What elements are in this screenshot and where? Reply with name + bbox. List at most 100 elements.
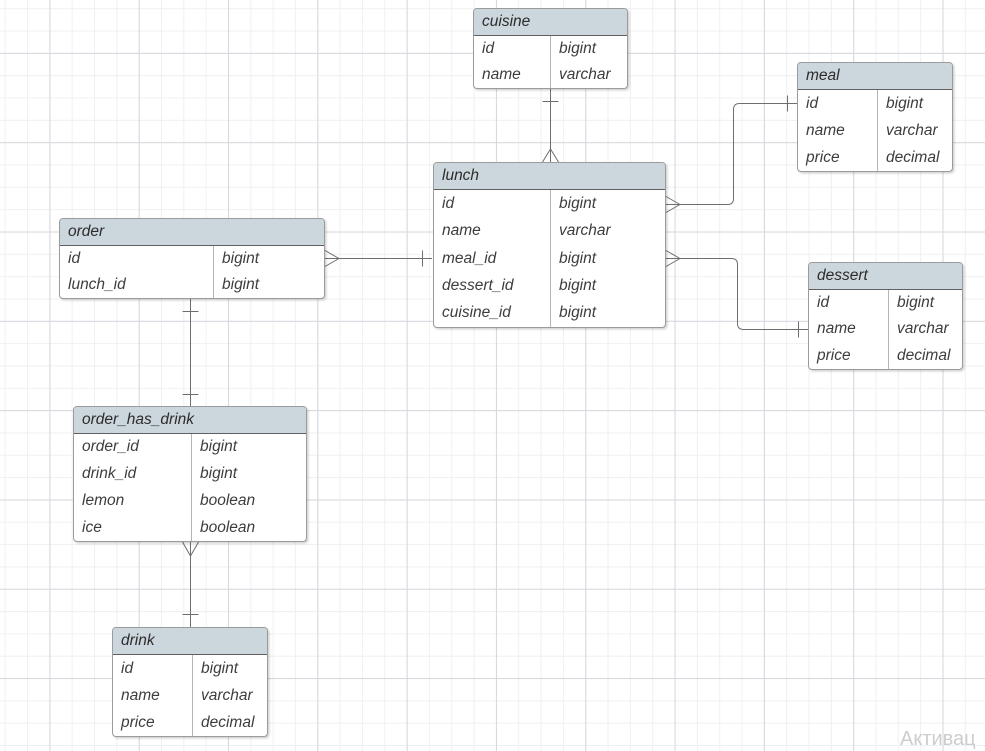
table-row[interactable]: dessert_id bigint xyxy=(434,272,665,300)
column-type: bigint xyxy=(550,244,665,273)
connector-order-lunch[interactable] xyxy=(324,250,432,267)
edge-line xyxy=(666,103,797,205)
table-row[interactable]: lemon boolean xyxy=(74,487,306,515)
table-row[interactable]: name varchar xyxy=(434,217,665,245)
column-type: bigint xyxy=(550,299,665,328)
column-field: price xyxy=(121,713,155,731)
connector-cuisine-lunch[interactable] xyxy=(542,89,559,163)
column-field: id xyxy=(806,94,819,112)
table-row[interactable]: price decimal xyxy=(113,709,267,736)
table-header[interactable]: meal xyxy=(798,63,952,90)
table-title: cuisine xyxy=(482,13,531,30)
table-header[interactable]: cuisine xyxy=(474,9,627,36)
table-header[interactable]: lunch xyxy=(434,163,665,190)
column-type: bigint xyxy=(550,36,627,62)
activation-watermark: Активац xyxy=(900,728,976,750)
table-header[interactable]: drink xyxy=(113,628,267,655)
column-field: dessert_id xyxy=(442,276,514,294)
table-title: meal xyxy=(806,67,840,84)
column-type: decimal xyxy=(877,144,952,171)
column-type: varchar xyxy=(888,316,962,343)
crows-foot-marker xyxy=(665,196,681,213)
edge-line xyxy=(666,258,808,330)
column-type: boolean xyxy=(191,514,306,541)
table-row[interactable]: price decimal xyxy=(809,342,962,369)
connector-lunch-dessert[interactable] xyxy=(665,250,808,338)
table-title: dessert xyxy=(817,267,868,284)
column-type: bigint xyxy=(191,434,306,461)
table-title: order_has_drink xyxy=(82,411,195,428)
column-field: ice xyxy=(82,518,102,536)
column-type: varchar xyxy=(192,682,267,709)
column-field: meal_id xyxy=(442,249,497,267)
table-title: order xyxy=(68,223,105,240)
column-field: order_id xyxy=(82,438,139,456)
table-header[interactable]: order_has_drink xyxy=(74,407,306,434)
column-field: name xyxy=(482,66,521,83)
column-type: bigint xyxy=(550,272,665,300)
column-type: bigint xyxy=(213,246,324,272)
table-row[interactable]: meal_id bigint xyxy=(434,244,665,273)
column-type: bigint xyxy=(550,190,665,218)
table-row[interactable]: name varchar xyxy=(798,117,952,144)
column-type: varchar xyxy=(877,117,952,144)
column-field: name xyxy=(442,222,481,240)
column-type: bigint xyxy=(213,272,324,298)
column-type: varchar xyxy=(550,217,665,245)
table-header[interactable]: dessert xyxy=(809,263,962,290)
column-field: drink_id xyxy=(82,465,137,483)
connector-order-has-drink-drink[interactable] xyxy=(182,541,199,627)
table-header[interactable]: order xyxy=(60,219,324,246)
column-field: price xyxy=(806,148,840,166)
table-title: lunch xyxy=(442,167,480,184)
crows-foot-marker xyxy=(182,541,199,557)
column-type: bigint xyxy=(192,655,267,682)
table-row[interactable]: drink_id bigint xyxy=(74,460,306,488)
column-field: name xyxy=(817,320,856,338)
column-field: id xyxy=(68,250,81,267)
table-row[interactable]: name varchar xyxy=(809,316,962,343)
table-row[interactable]: price decimal xyxy=(798,144,952,171)
column-type: decimal xyxy=(192,709,267,736)
column-type: boolean xyxy=(191,487,306,515)
table-row[interactable]: id bigint xyxy=(60,246,324,272)
connector-order-order-has-drink[interactable] xyxy=(182,299,199,406)
column-field: id xyxy=(817,294,830,312)
column-type: decimal xyxy=(888,342,962,369)
table-row[interactable]: order_id bigint xyxy=(74,434,306,461)
column-field: name xyxy=(806,121,845,139)
column-field: lemon xyxy=(82,491,125,509)
column-field: id xyxy=(482,40,495,57)
column-field: price xyxy=(817,346,851,364)
column-field: id xyxy=(121,659,134,677)
table-row[interactable]: id bigint xyxy=(474,36,627,62)
table-row[interactable]: ice boolean xyxy=(74,514,306,541)
table-row[interactable]: id bigint xyxy=(113,655,267,682)
crows-foot-marker xyxy=(542,148,559,163)
connector-lunch-meal[interactable] xyxy=(665,95,797,213)
column-type: bigint xyxy=(191,460,306,488)
